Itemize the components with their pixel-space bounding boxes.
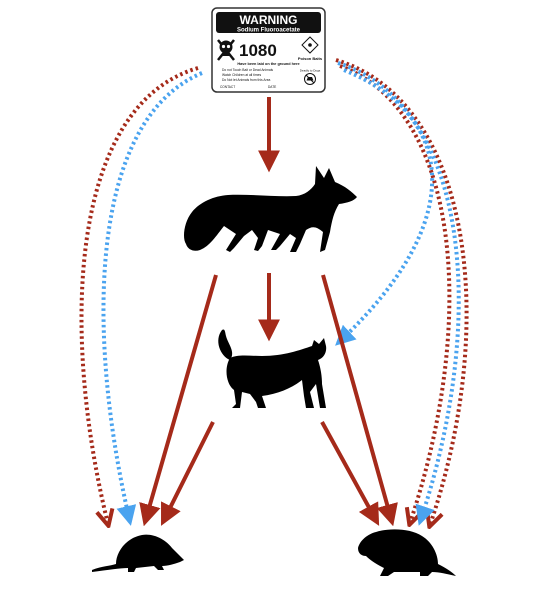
dotted-arrows xyxy=(79,58,469,526)
sign-compound: 1080 xyxy=(239,41,277,60)
small-rodent-silhouette xyxy=(92,534,184,572)
large-rodent-silhouette xyxy=(358,529,456,576)
dotted-red-arrow-sign-to-large-rodent xyxy=(335,58,469,525)
warning-sign: WARNING Sodium Fluoroacetate 1080 Poison… xyxy=(211,7,326,93)
sign-subheading: Sodium Fluoroacetate xyxy=(237,28,301,34)
dotted-blue-arrow-sign-to-large-rodent xyxy=(337,61,461,526)
cat-silhouette xyxy=(218,329,327,408)
arrow-cat-to-large-rodent xyxy=(320,421,380,526)
hazard-diamond-icon xyxy=(301,36,319,54)
dotted-red-arrow-sign-to-large-rodent-inner xyxy=(339,64,452,523)
dotted-blue-arrow-sign-to-small-rodent xyxy=(101,71,203,526)
dotted-red-arrow-sign-to-small-rodent xyxy=(79,66,199,524)
sign-notice: Have been laid on the ground here xyxy=(237,62,299,66)
sign-footer-right: DATE xyxy=(268,85,276,89)
dotted-blue-arrow-fox-to-cat xyxy=(335,68,435,346)
sign-side-label: Poison Baits xyxy=(298,56,323,61)
arrow-cat-to-small-rodent xyxy=(161,421,215,526)
sign-footer-left: CONTACT xyxy=(220,85,235,89)
sign-heading: WARNING xyxy=(240,13,298,27)
fox-silhouette xyxy=(184,166,357,252)
sign-rule: Watch Children at all times xyxy=(222,73,261,77)
sign-dog-label: Deadly to Dogs xyxy=(300,69,321,73)
solid-arrows xyxy=(139,97,398,527)
arrow-fox-to-large-rodent xyxy=(321,274,398,527)
skull-crossbones-icon xyxy=(217,39,235,61)
sign-rule: Do not Touch Bait or Dead Animals xyxy=(222,68,273,72)
arrow-fox-to-small-rodent xyxy=(139,274,218,527)
no-dogs-icon xyxy=(304,73,316,85)
sign-rule: Do Not let Animals from this Area xyxy=(222,78,271,82)
